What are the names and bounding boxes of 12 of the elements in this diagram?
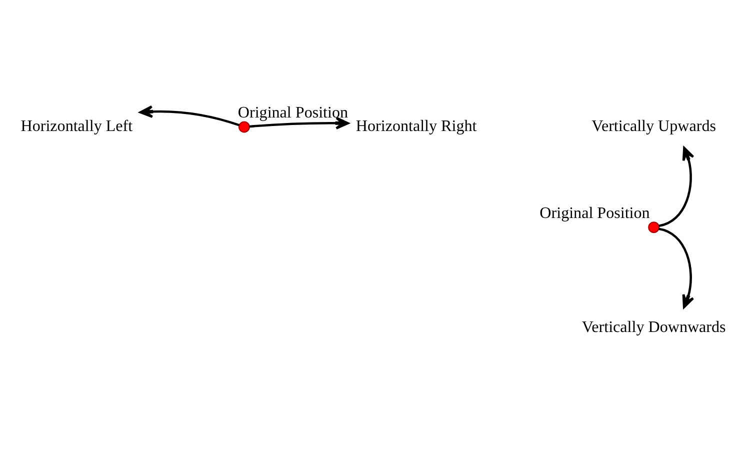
node-label: Original Position	[540, 204, 650, 222]
node-circle	[238, 121, 250, 133]
node-circle	[648, 222, 660, 234]
arrow	[658, 146, 694, 227]
node-text: Vertically Downwards	[582, 319, 726, 336]
node-text: Vertically Upwards	[592, 118, 716, 136]
arrow	[139, 105, 240, 126]
node-text: Horizontally Left	[20, 118, 133, 136]
node-text: Horizontally Right	[356, 118, 477, 136]
arrow	[250, 116, 350, 130]
arrow	[658, 228, 694, 308]
node-label: Original Position	[238, 104, 348, 122]
